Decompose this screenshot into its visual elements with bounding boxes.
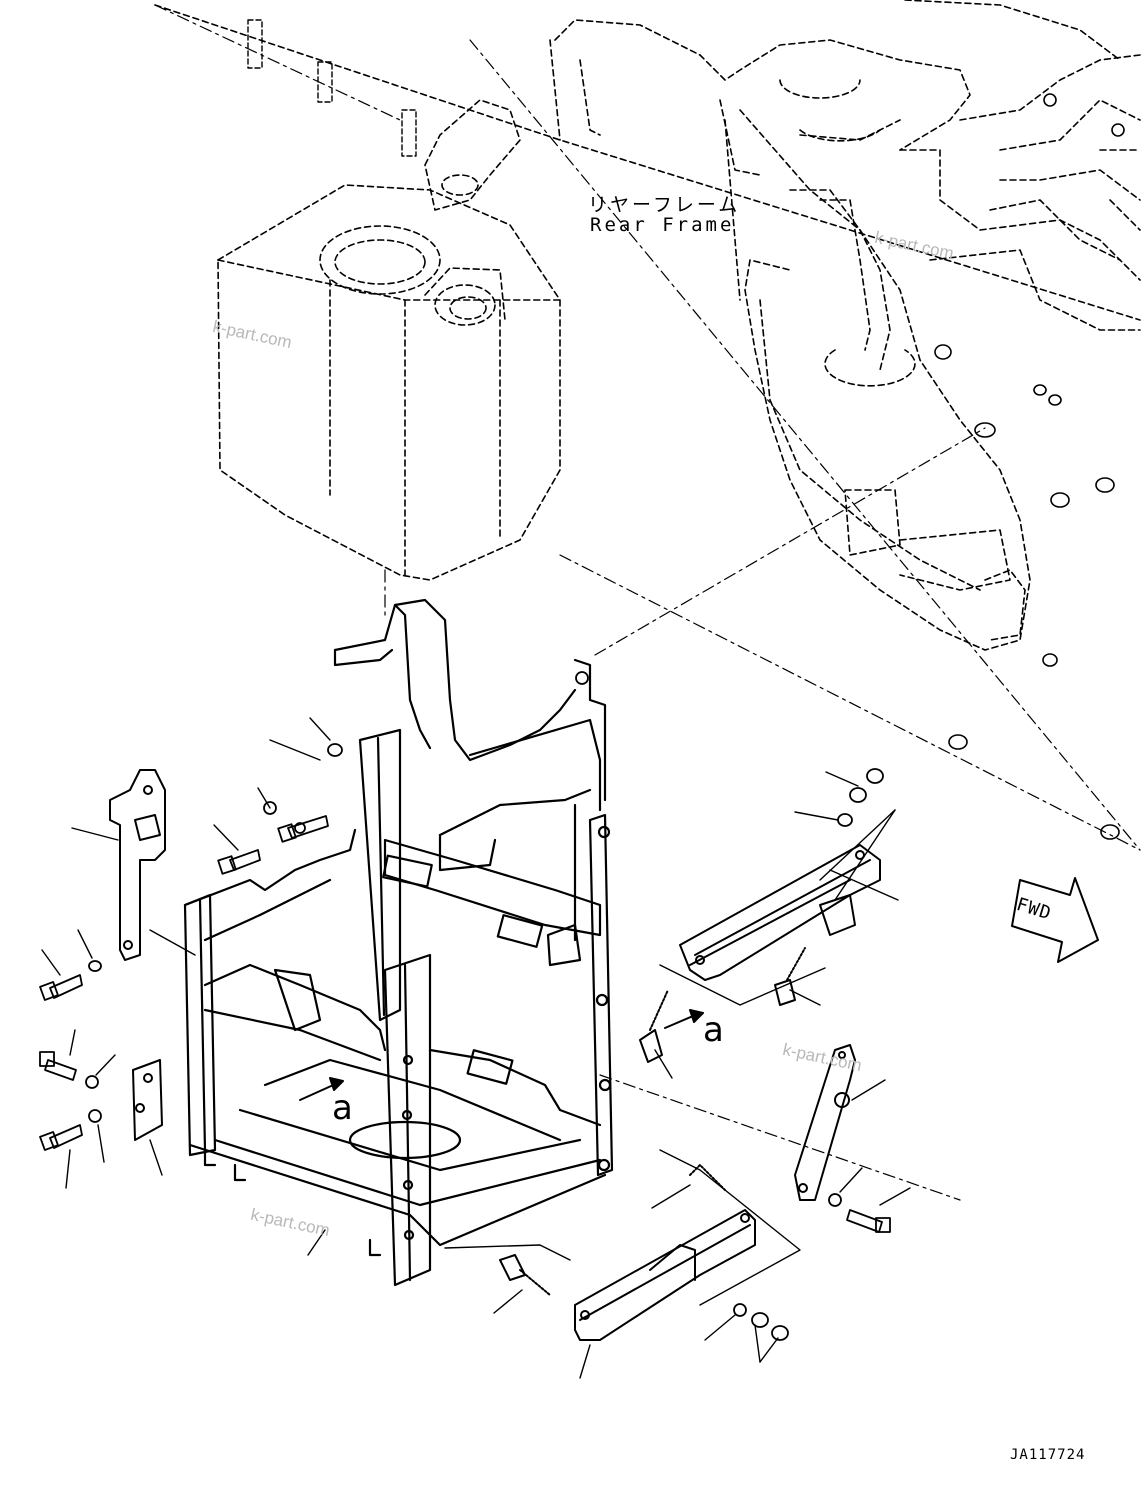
hook-bolts <box>499 947 806 1296</box>
rear-frame-label-en: Rear Frame <box>590 214 735 236</box>
transmission-housing <box>217 99 561 581</box>
right-stay-bracket <box>794 1044 856 1201</box>
drawing-number: JA117724 <box>1010 1447 1086 1463</box>
view-arrows <box>299 1009 704 1101</box>
left-stay-bracket <box>109 769 166 961</box>
frame-mount-pads <box>247 19 417 157</box>
small-plate <box>132 1059 163 1141</box>
battery-box-frame <box>183 598 614 1287</box>
alignment-dashed-lines <box>154 4 1141 1201</box>
upper-clamp-bar <box>679 844 881 981</box>
callout-leaders <box>41 717 911 1379</box>
view-arrow-label-upper: a <box>703 1010 724 1050</box>
lower-clamp-bar <box>574 1209 756 1341</box>
rear-frame <box>154 0 1141 651</box>
view-arrow-label-lower: a <box>332 1088 353 1128</box>
fasteners <box>39 671 891 1341</box>
fwd-arrow-icon <box>1011 877 1099 963</box>
frame-bushings <box>934 93 1125 840</box>
rear-frame-label-jp: リヤーフレーム <box>588 194 741 216</box>
